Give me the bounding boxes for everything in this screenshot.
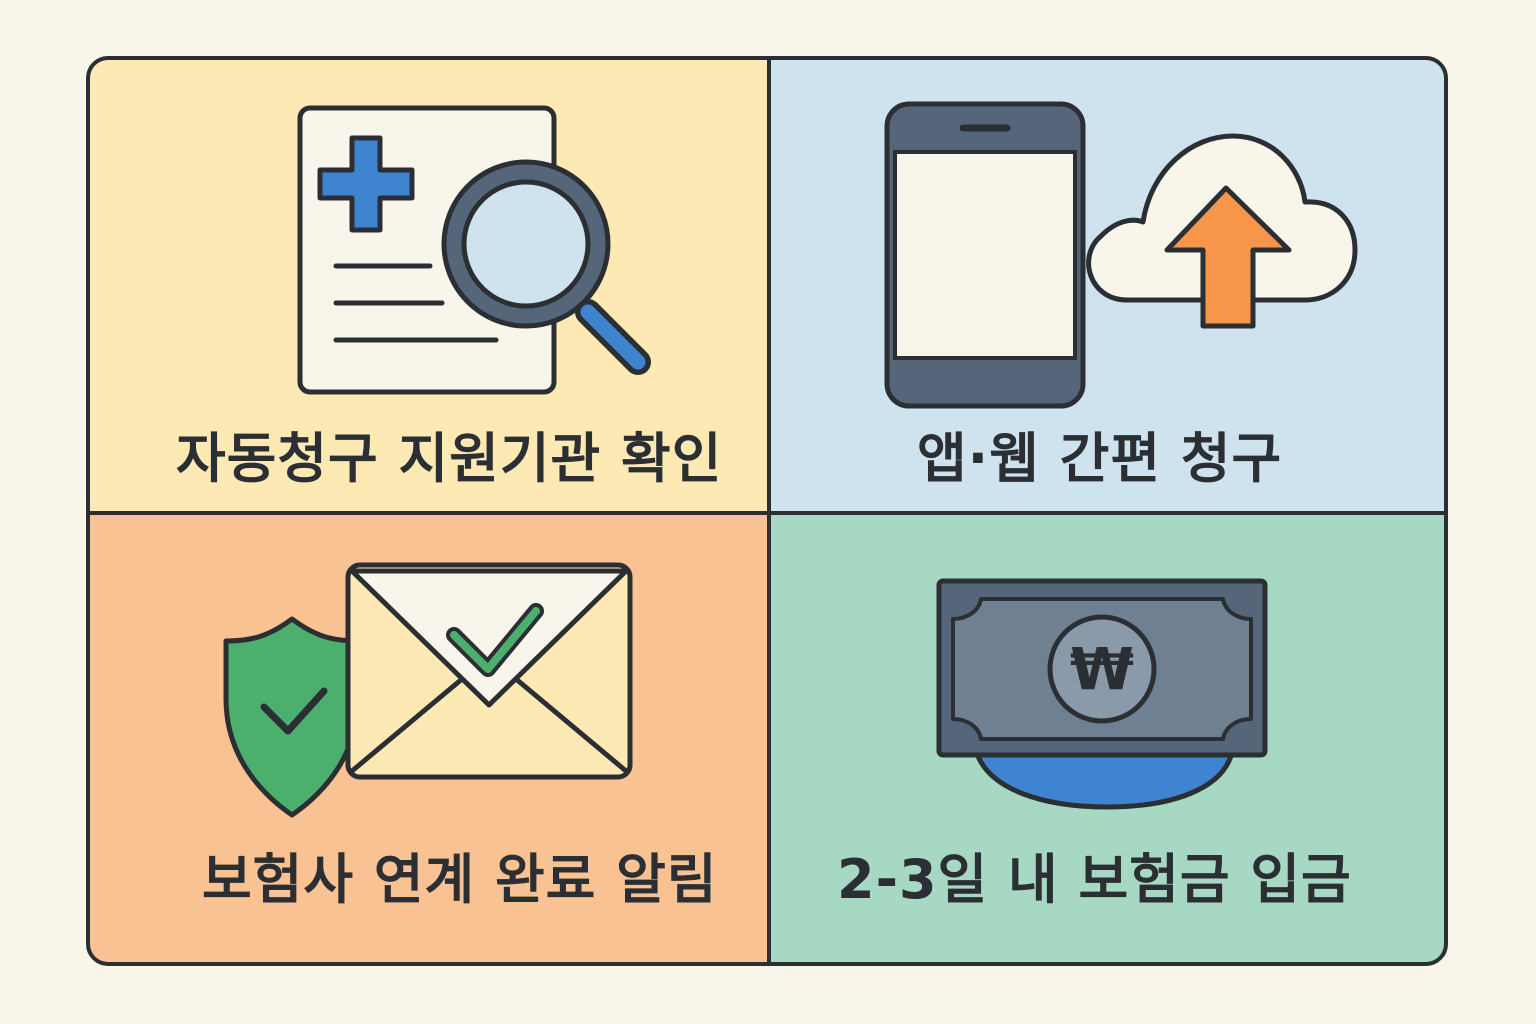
step-label: 보험사 연계 완료 알림 (202, 848, 718, 911)
step-1-illustration (90, 60, 767, 511)
step-2-illustration (771, 60, 1444, 511)
smartphone-icon (884, 101, 1086, 409)
banknote-won-icon: ₩ (936, 578, 1268, 810)
step-panel-3: 보험사 연계 완료 알림 (90, 515, 767, 962)
step-4-illustration: ₩ (771, 515, 1444, 962)
step-3-illustration (90, 515, 767, 962)
step-label: 2-3일 내 보험금 입금 (837, 848, 1352, 911)
step-label: 자동청구 지원기관 확인 (176, 427, 723, 490)
envelope-check-icon (345, 562, 633, 780)
cloud-upload-icon (1086, 133, 1358, 329)
magnifier-icon (441, 159, 651, 375)
currency-symbol: ₩ (1070, 635, 1134, 703)
step-panel-4: ₩ 2-3일 내 보험금 입금 (771, 515, 1444, 962)
process-grid: 자동청구 지원기관 확인 앱·웹 간편 청구 (86, 56, 1448, 966)
step-label: 앱·웹 간편 청구 (917, 427, 1283, 490)
step-panel-1: 자동청구 지원기관 확인 (90, 60, 767, 511)
step-panel-2: 앱·웹 간편 청구 (771, 60, 1444, 511)
